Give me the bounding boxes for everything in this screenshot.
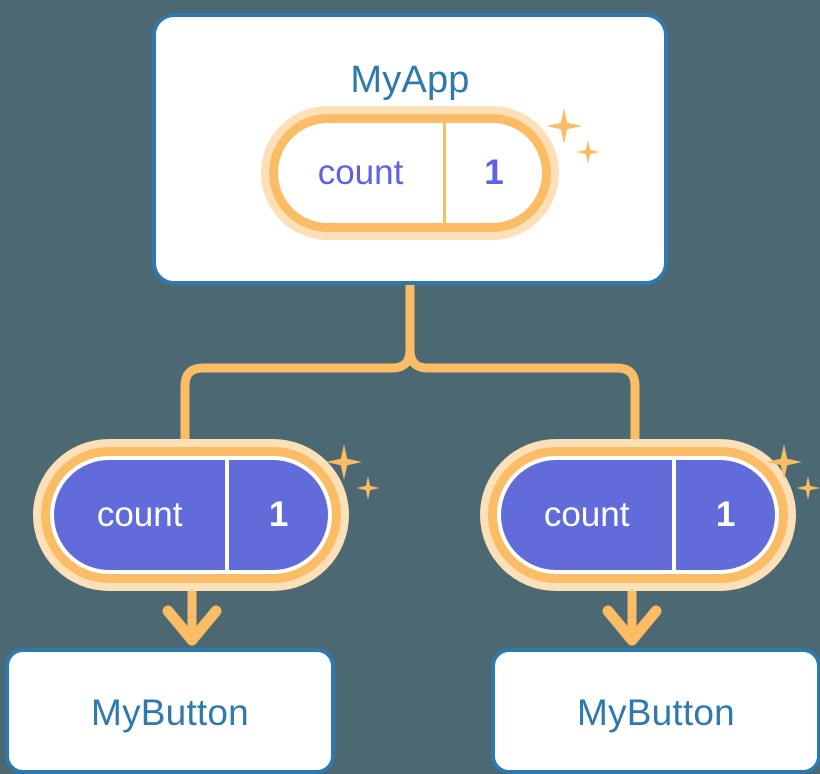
mybutton-card-right[interactable]: MyButton	[491, 648, 820, 774]
sparkle-small-icon	[356, 476, 380, 500]
branch-connector	[180, 280, 640, 457]
arrow-down-icon	[602, 573, 662, 646]
state-pill-myapp[interactable]: count 1	[269, 114, 551, 232]
state-key-label: count	[96, 495, 183, 534]
state-key-label: count	[543, 495, 630, 534]
arrow-down-icon	[162, 573, 222, 646]
sparkle-icon	[326, 444, 362, 480]
state-pill-right[interactable]: count 1	[497, 456, 779, 574]
state-value-label: 1	[225, 460, 328, 570]
mybutton-card-left[interactable]: MyButton	[5, 648, 335, 774]
mybutton-label: MyButton	[91, 692, 249, 733]
state-value-label: 1	[672, 460, 775, 570]
state-value-label: 1	[443, 123, 542, 223]
state-pill-left[interactable]: count 1	[50, 456, 332, 574]
mybutton-label: MyButton	[577, 692, 735, 733]
sparkle-icon	[766, 444, 802, 480]
sparkle-small-icon	[796, 476, 820, 500]
page-title: MyApp	[350, 59, 470, 101]
state-key-label: count	[317, 153, 404, 192]
